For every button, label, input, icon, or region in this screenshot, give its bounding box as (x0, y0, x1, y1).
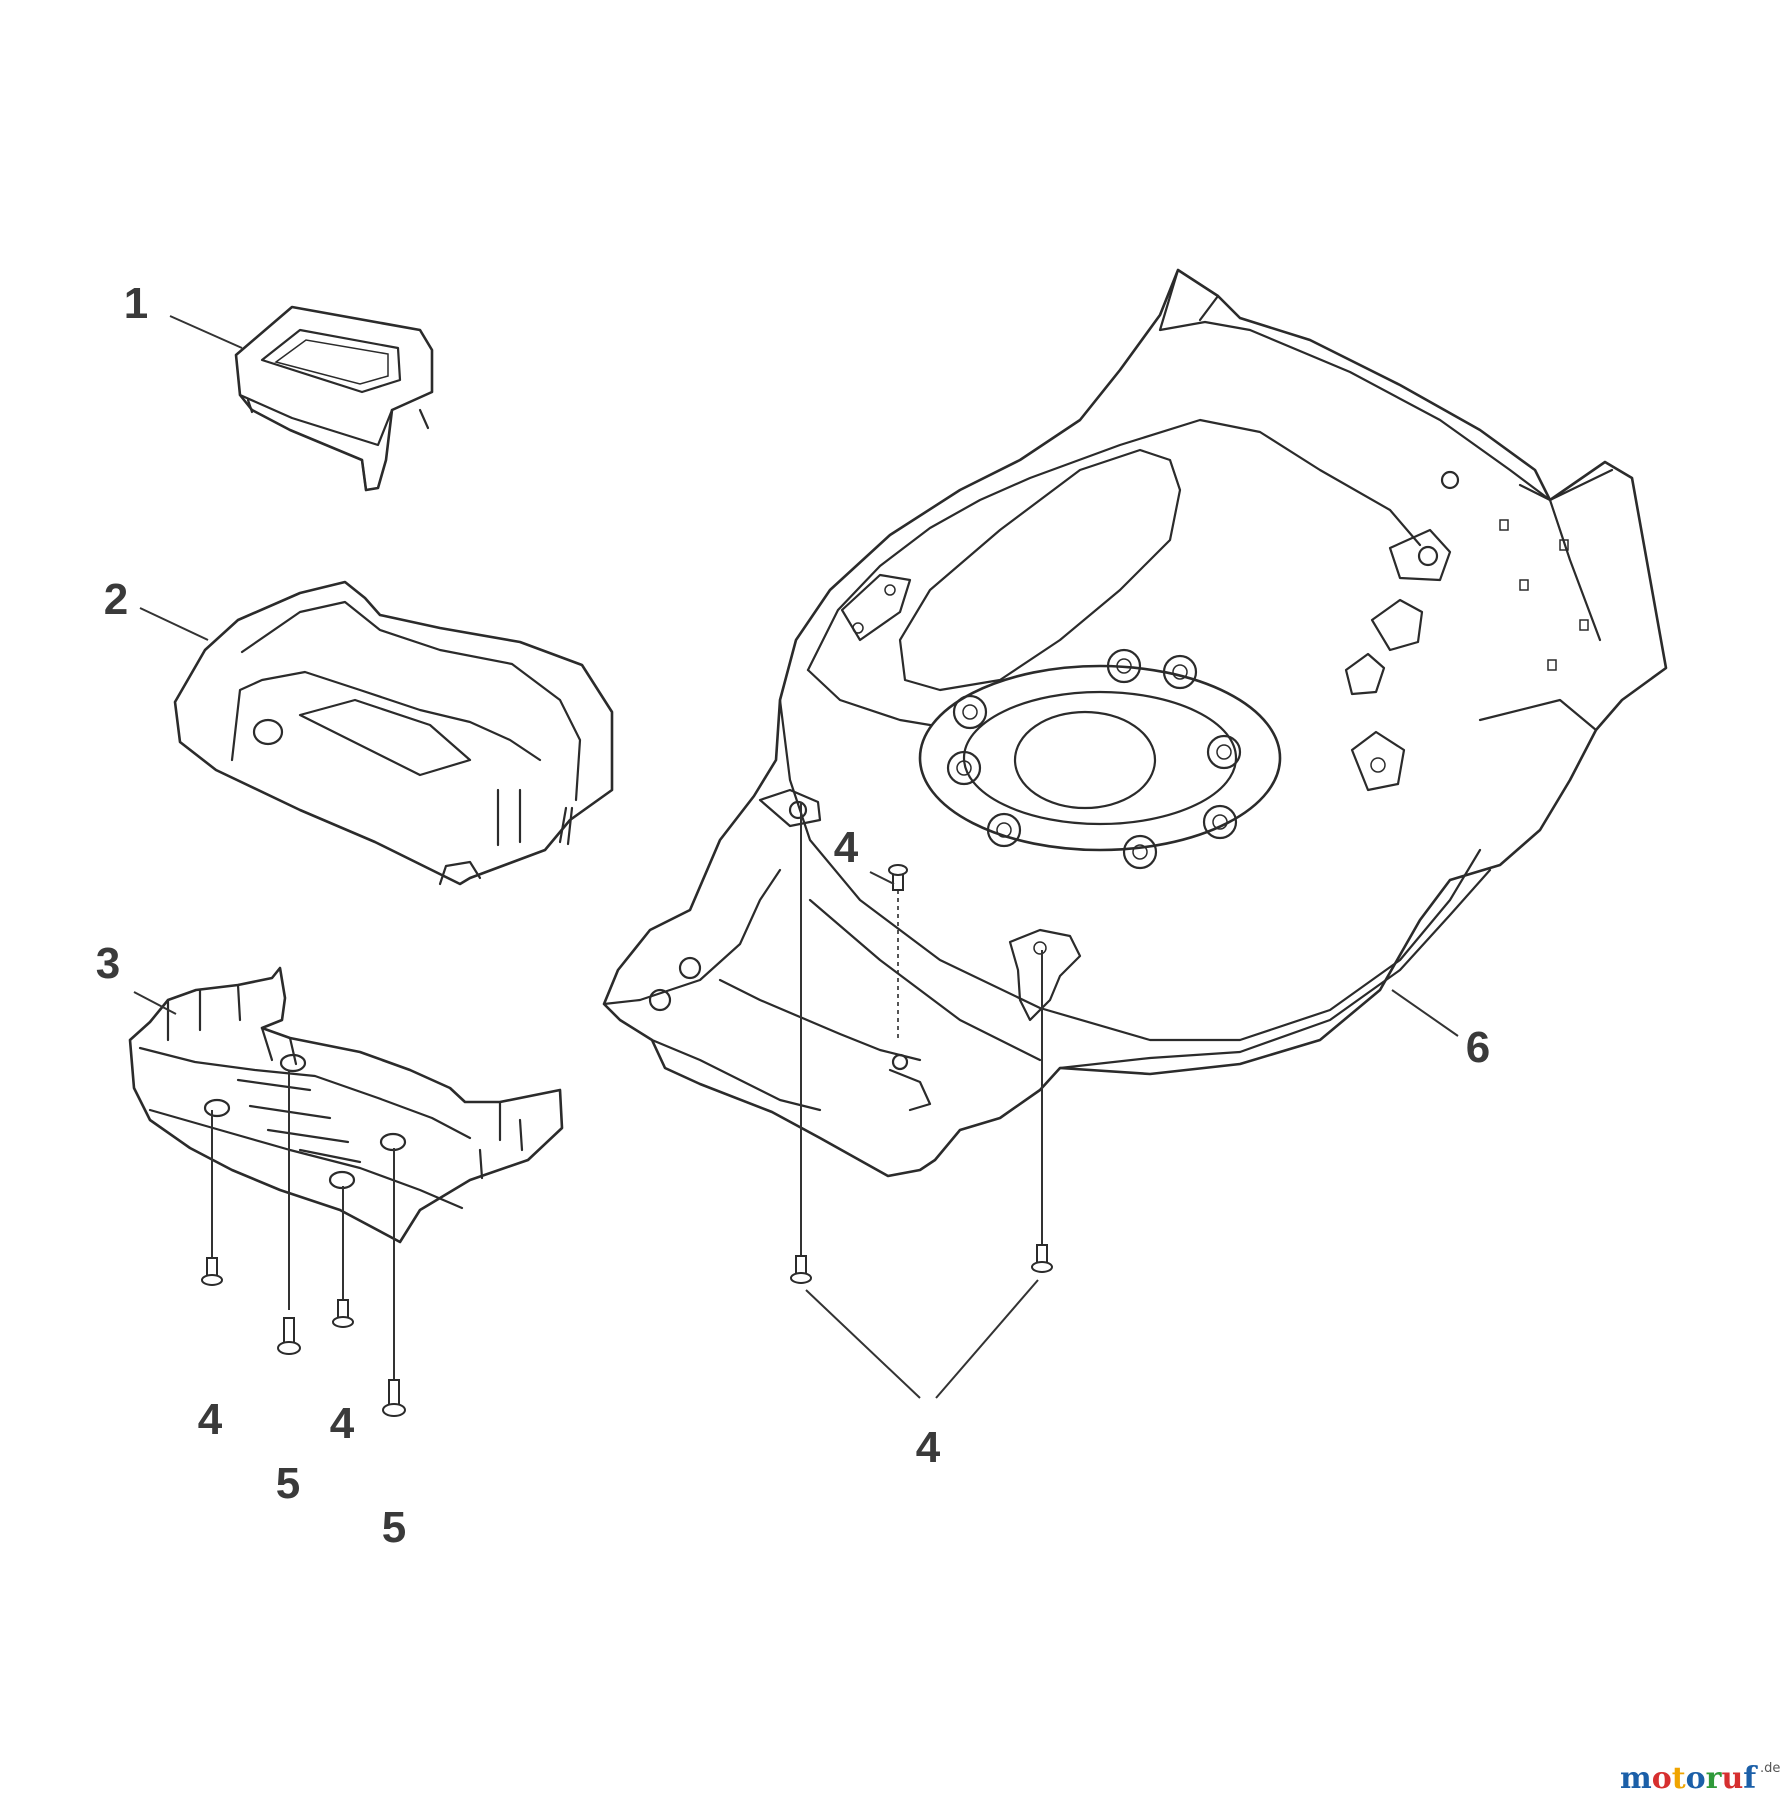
callout-4-deck-upper: 4 (834, 823, 859, 872)
callout-4-guard-left: 4 (198, 1395, 223, 1444)
screw-5 (277, 1317, 301, 1355)
deck-bolt-bosses (946, 648, 1242, 870)
part-3-guard-plate (128, 966, 564, 1244)
screw-4 (201, 1257, 223, 1286)
screw-5 (382, 1379, 406, 1417)
callout-5-right: 5 (382, 1503, 406, 1552)
screw-4 (332, 1299, 354, 1328)
svg-text:motoruf: motoruf (1620, 1761, 1758, 1796)
screw-4 (1031, 1244, 1053, 1273)
callouts: 1 2 3 4 4 4 4 5 5 6 (96, 279, 1490, 1552)
part-6-mower-deck (602, 268, 1668, 1178)
callout-5-left: 5 (276, 1459, 300, 1508)
part-1-handle-cap (234, 305, 434, 492)
callout-4-guard-mid: 4 (330, 1399, 355, 1448)
svg-text:.de: .de (1760, 1761, 1780, 1776)
callout-1: 1 (124, 279, 148, 328)
motoruf-logo: motoruf .de (1620, 1761, 1780, 1796)
callout-3: 3 (96, 939, 120, 988)
part-2-cover (173, 580, 614, 886)
screws (201, 864, 1053, 1417)
callout-2: 2 (104, 575, 128, 624)
screw-4 (888, 864, 908, 891)
callout-4-deck-lower: 4 (916, 1423, 941, 1472)
screw-4 (790, 1255, 812, 1284)
callout-leaders (133, 315, 1459, 1399)
callout-6: 6 (1466, 1023, 1490, 1072)
assembly-lines (211, 802, 1043, 1380)
